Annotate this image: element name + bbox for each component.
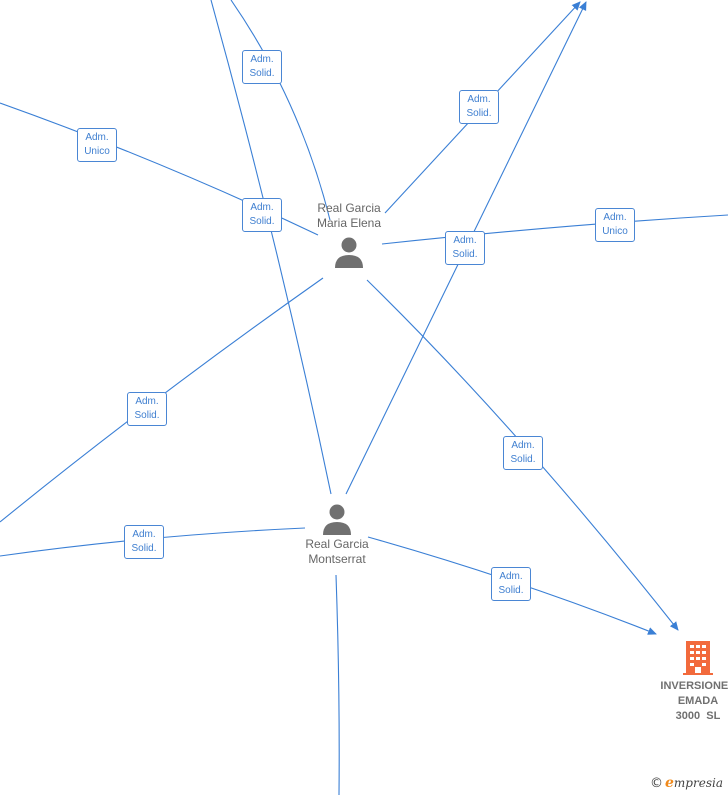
person-node-maria-elena[interactable]: Real Garcia Maria Elena xyxy=(299,201,399,270)
relation-label-adm-unico[interactable]: Adm. Unico xyxy=(77,128,117,162)
person-node-montserrat[interactable]: Real Garcia Montserrat xyxy=(287,503,387,567)
person-name-line: Maria Elena xyxy=(316,216,382,230)
company-name-line: EMADA xyxy=(677,695,719,707)
edge-top-to-maria[interactable] xyxy=(230,0,331,221)
empresia-logo-text: mpresia xyxy=(673,776,723,790)
relation-label-adm-solid[interactable]: Adm. Solid. xyxy=(242,50,282,84)
person-name-line: Montserrat xyxy=(308,552,366,566)
company-node[interactable]: INVERSIONES EMADA 3000 SL xyxy=(652,640,728,724)
copyright-symbol: © xyxy=(650,776,663,791)
person-name-line: Real Garcia xyxy=(305,537,369,551)
relation-label-adm-unico[interactable]: Adm. Unico xyxy=(595,208,635,242)
empresia-watermark: ©empresia xyxy=(650,775,728,793)
relation-label-adm-solid[interactable]: Adm. Solid. xyxy=(242,198,282,232)
edge-maria-to-right[interactable] xyxy=(381,214,728,245)
building-icon xyxy=(683,641,713,675)
relation-label-adm-solid[interactable]: Adm. Solid. xyxy=(124,525,164,559)
person-icon xyxy=(335,237,363,268)
empresia-logo-e: e xyxy=(665,775,674,791)
relation-label-adm-solid[interactable]: Adm. Solid. xyxy=(459,90,499,124)
edge-top-to-montserrat[interactable] xyxy=(210,0,332,495)
company-name-line: 3000 SL xyxy=(675,710,721,722)
person-name-line: Real Garcia xyxy=(317,201,381,215)
company-name-line: INVERSIONES xyxy=(660,680,728,692)
edge-montserrat-to-bottom[interactable] xyxy=(335,574,340,795)
person-icon xyxy=(323,504,351,535)
relation-label-adm-solid[interactable]: Adm. Solid. xyxy=(127,392,167,426)
relation-label-adm-solid[interactable]: Adm. Solid. xyxy=(503,436,543,470)
relation-label-adm-solid[interactable]: Adm. Solid. xyxy=(491,567,531,601)
relation-label-adm-solid[interactable]: Adm. Solid. xyxy=(445,231,485,265)
